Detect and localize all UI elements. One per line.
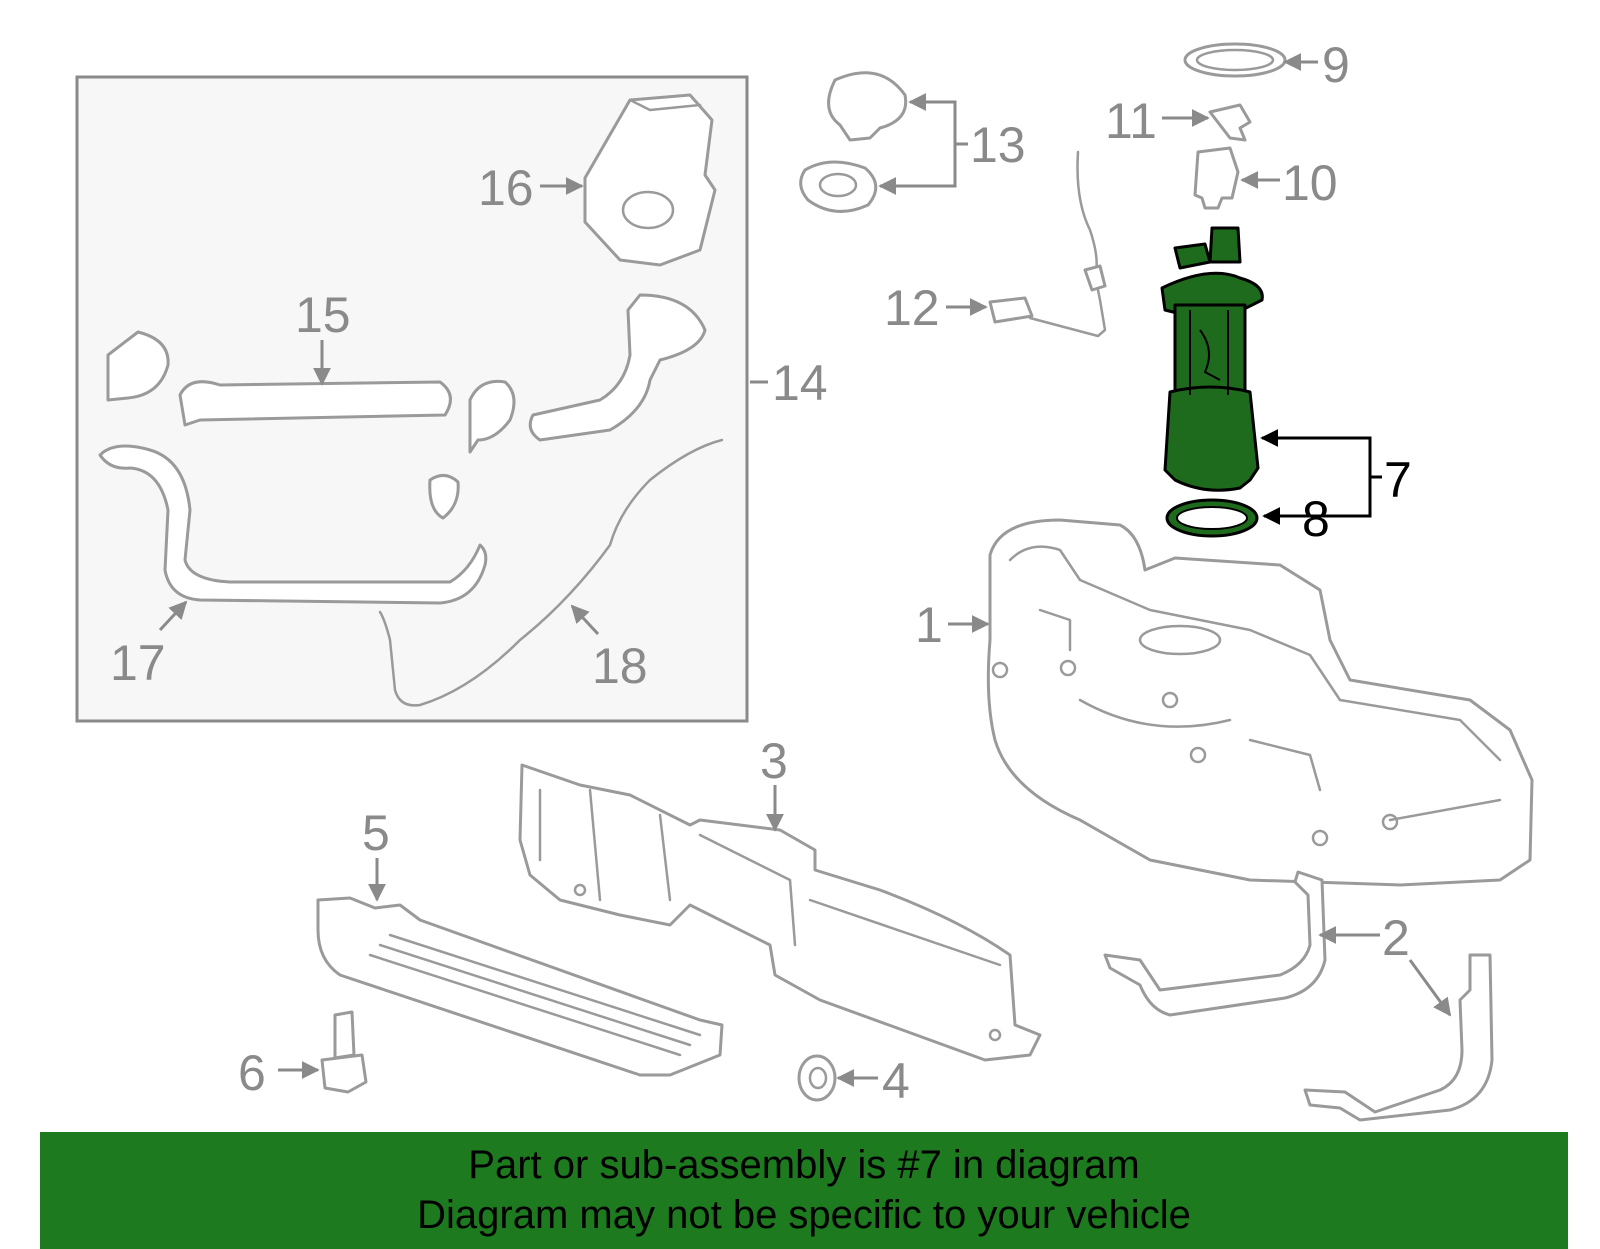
callout-8: 8: [1302, 491, 1330, 547]
callout-17: 17: [110, 635, 166, 691]
part-7-fuel-pump-module: [1160, 226, 1264, 492]
part-5-skid-plate: [316, 896, 724, 1077]
callout-10: 10: [1282, 155, 1338, 211]
part-17-vent-hose: [98, 444, 488, 605]
leader-17: [158, 600, 188, 632]
part-18-vent-line: [378, 438, 724, 707]
callout-3: 3: [760, 733, 788, 789]
part-2-tank-straps: [1103, 870, 1494, 1122]
callout-15: 15: [295, 287, 351, 343]
callout-18: 18: [592, 638, 648, 694]
part-1-fuel-tank: [986, 518, 1534, 887]
part-6-bolt: [320, 1010, 368, 1094]
part-11-clip: [1208, 103, 1252, 142]
leader-18: [570, 604, 600, 636]
part-12-sensor: [988, 150, 1107, 338]
part-15-filler-hose: [106, 293, 707, 520]
callout-7: 7: [1384, 452, 1412, 508]
callout-13: 13: [970, 117, 1026, 173]
banner-line-1: Part or sub-assembly is #7 in diagram: [468, 1143, 1140, 1187]
callout-5: 5: [362, 805, 390, 861]
callout-2: 2: [1382, 910, 1410, 966]
part-10-connector: [1193, 146, 1240, 210]
callout-9: 9: [1322, 37, 1350, 93]
callout-1: 1: [915, 597, 943, 653]
callout-11: 11: [1105, 93, 1157, 149]
part-16-housing-bracket: [583, 93, 717, 267]
callout-12: 12: [884, 280, 940, 336]
callout-16: 16: [478, 160, 534, 216]
callout-14: 14: [772, 355, 828, 411]
part-3-heat-shield: [518, 763, 1042, 1062]
info-banner: Part or sub-assembly is #7 in diagram Di…: [40, 1132, 1568, 1249]
callout-4: 4: [882, 1053, 910, 1109]
part-4-grommet: [797, 1054, 837, 1102]
callout-6: 6: [238, 1045, 266, 1101]
banner-line-2: Diagram may not be specific to your vehi…: [417, 1193, 1191, 1237]
part-13-fuel-cap: [799, 71, 908, 213]
